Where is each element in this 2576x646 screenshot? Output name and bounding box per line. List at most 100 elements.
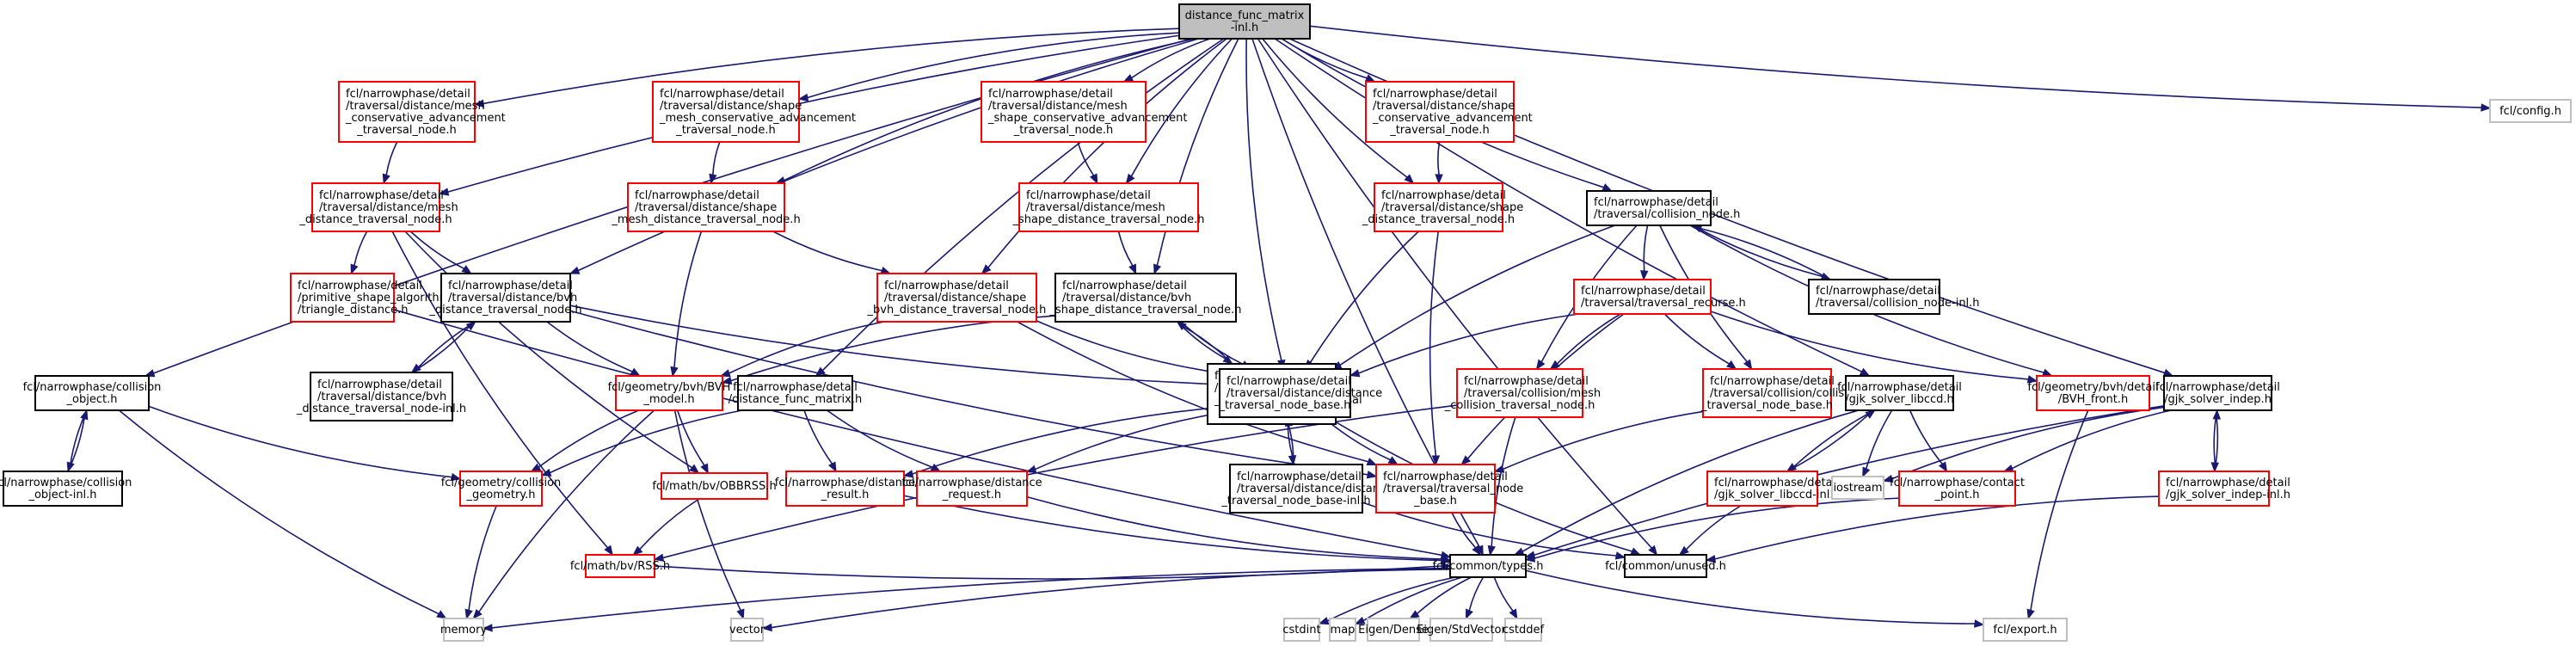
node-rss[interactable]: fcl/math/bv/RSS.h bbox=[570, 554, 670, 578]
node-bvh-model[interactable]: fcl/geometry/bvh/BVH_model.h bbox=[608, 375, 731, 411]
node-box bbox=[459, 471, 543, 507]
node-dist-node-base-inl[interactable]: fcl/narrowphase/detail/traversal/distanc… bbox=[1220, 464, 1393, 514]
node-collision-object-inl[interactable]: fcl/narrowphase/collision_object-inl.h bbox=[0, 471, 132, 507]
node-gjk-indep-inl[interactable]: fcl/narrowphase/detail/gjk_solver_indep-… bbox=[2158, 471, 2290, 507]
node-gjk-libccd-inl[interactable]: fcl/narrowphase/detail/gjk_solver_libccd… bbox=[1706, 471, 1841, 507]
node-traversal-recurse[interactable]: fcl/narrowphase/detail/traversal/travers… bbox=[1573, 279, 1746, 315]
edge-line bbox=[538, 409, 640, 468]
arrowhead-icon bbox=[1862, 466, 1871, 478]
node-box bbox=[1054, 273, 1237, 323]
arrowhead-icon bbox=[1387, 456, 1399, 465]
edge-line bbox=[1156, 38, 1239, 266]
node-box bbox=[311, 182, 440, 232]
node-label-line: /distance_func_matrix.h bbox=[729, 393, 862, 406]
edge-line bbox=[569, 305, 1212, 385]
edge-line bbox=[821, 38, 1225, 372]
edge-line bbox=[1493, 576, 1514, 612]
edge-line bbox=[1309, 231, 1419, 363]
node-cstddef: cstddef bbox=[1503, 618, 1544, 642]
edge-line bbox=[712, 141, 721, 175]
node-mesh-coll[interactable]: fcl/narrowphase/detail/traversal/collisi… bbox=[1444, 368, 1601, 418]
node-shape-mesh-ca[interactable]: fcl/narrowphase/detail/traversal/distanc… bbox=[652, 81, 856, 143]
node-shape-dist[interactable]: fcl/narrowphase/detail/traversal/distanc… bbox=[1362, 182, 1523, 232]
arrowhead-icon bbox=[1513, 547, 1525, 556]
node-shape-bvh-dist[interactable]: fcl/narrowphase/detail/traversal/distanc… bbox=[867, 273, 1047, 323]
node-dist-node-base[interactable]: fcl/narrowphase/detail/traversal/distanc… bbox=[1218, 368, 1382, 418]
node-label-line: fcl/export.h bbox=[1993, 624, 2056, 637]
edge-types-to-eigen_dense bbox=[1409, 576, 1472, 619]
node-label-line: fcl/narrowphase/collision bbox=[23, 381, 162, 394]
node-label-line: /traversal/distance/distance bbox=[1237, 483, 1393, 495]
arrowhead-icon bbox=[981, 264, 992, 274]
node-collision-object[interactable]: fcl/narrowphase/collision_object.h bbox=[23, 375, 162, 411]
edge-bvh_model-to-memory bbox=[472, 409, 655, 620]
node-collision-geometry[interactable]: fcl/geometry/collision_geometry.h bbox=[441, 471, 562, 507]
node-bvh-dist[interactable]: fcl/narrowphase/detail/traversal/distanc… bbox=[428, 273, 582, 323]
node-box bbox=[916, 471, 1028, 507]
edge-line bbox=[569, 310, 1368, 476]
node-collision-node-inl[interactable]: fcl/narrowphase/detail/traversal/collisi… bbox=[1808, 279, 1980, 315]
node-mesh-shape-ca[interactable]: fcl/narrowphase/detail/traversal/distanc… bbox=[981, 81, 1188, 143]
node-label-line: fcl/narrowphase/detail bbox=[1594, 196, 1718, 209]
node-label-line: fcl/narrowphase/detail bbox=[1710, 375, 1835, 388]
node-label-line: _distance_traversal_node.h bbox=[428, 304, 581, 317]
node-label-line: fcl/narrowphase/detail bbox=[1373, 88, 1497, 101]
node-types[interactable]: fcl/common/types.h bbox=[1433, 554, 1544, 578]
node-label-line: /traversal/collision/collision bbox=[1710, 387, 1861, 400]
edge-root-to-distance_func_matrix bbox=[815, 38, 1225, 377]
node-traversal-node-base[interactable]: fcl/narrowphase/detail/traversal/travers… bbox=[1375, 464, 1523, 514]
edge-line bbox=[1309, 25, 2482, 108]
edge-line bbox=[550, 409, 743, 474]
node-label-line: fcl/math/bv/RSS.h bbox=[570, 560, 670, 573]
edge-line bbox=[1525, 569, 1976, 624]
node-label-line: map bbox=[1331, 624, 1356, 637]
node-label-line: /traversal/distance/shape bbox=[635, 201, 777, 214]
edge-traversal_recurse-to-dist_node_base bbox=[1349, 313, 1579, 378]
node-box bbox=[2489, 99, 2572, 123]
edge-line bbox=[771, 568, 1451, 629]
node-bvh-dist-inl[interactable]: fcl/narrowphase/detail/traversal/distanc… bbox=[296, 372, 466, 421]
node-bvh-front[interactable]: fcl/geometry/bvh/detail/BVH_front.h bbox=[2027, 375, 2159, 411]
node-label-line: vector bbox=[729, 624, 765, 637]
node-distance-result[interactable]: fcl/narrowphase/distance_result.h bbox=[775, 471, 915, 507]
node-collision-node[interactable]: fcl/narrowphase/detail/traversal/collisi… bbox=[1586, 190, 1740, 226]
node-triangle-distance[interactable]: fcl/narrowphase/detail/primitive_shape_a… bbox=[290, 273, 450, 323]
edge-root-to-bvh_shape_dist bbox=[1153, 38, 1239, 275]
node-gjk-libccd[interactable]: fcl/narrowphase/detail/gjk_solver_libccd… bbox=[1837, 375, 1962, 411]
node-shape-mesh-dist[interactable]: fcl/narrowphase/detail/traversal/distanc… bbox=[611, 182, 801, 232]
edge-mesh_coll-to-types bbox=[1487, 416, 1516, 557]
node-obbrss[interactable]: fcl/math/bv/OBBRSS.h bbox=[652, 472, 777, 500]
arrowhead-icon bbox=[1859, 367, 1871, 377]
node-box bbox=[2036, 375, 2150, 411]
node-label-line: fcl/common/unused.h bbox=[1605, 560, 1726, 573]
node-unused[interactable]: fcl/common/unused.h bbox=[1605, 554, 1726, 578]
edge-line bbox=[1180, 321, 1244, 366]
node-box bbox=[1845, 375, 1954, 411]
node-root[interactable]: distance_func_matrix-inl.h bbox=[1178, 3, 1311, 40]
node-label-line: fcl/narrowphase/distance bbox=[775, 477, 915, 489]
edge-coll_node_base-to-traversal_node_base bbox=[1493, 410, 1704, 473]
node-mesh-dist[interactable]: fcl/narrowphase/detail/traversal/distanc… bbox=[298, 182, 458, 232]
node-coll-node-base[interactable]: fcl/narrowphase/detail/traversal/collisi… bbox=[1700, 368, 1861, 418]
edge-line bbox=[483, 28, 1180, 105]
node-mesh-shape-dist[interactable]: fcl/narrowphase/detail/traversal/distanc… bbox=[1012, 182, 1205, 232]
edge-line bbox=[1909, 409, 1943, 465]
edge-line bbox=[807, 32, 1180, 99]
node-label-line: _request.h bbox=[942, 489, 1001, 501]
arrowhead-icon bbox=[1524, 554, 1536, 563]
edge-line bbox=[730, 315, 1056, 382]
node-distance-func-matrix[interactable]: fcl/narrowphase/detail/distance_func_mat… bbox=[729, 375, 862, 411]
node-gjk-indep[interactable]: fcl/narrowphase/detail/gjk_solver_indep.… bbox=[2155, 375, 2280, 411]
node-export: fcl/export.h bbox=[1983, 618, 2068, 642]
arrowhead-icon bbox=[1431, 455, 1441, 466]
node-eigen-dense: Eigen/Dense bbox=[1358, 618, 1429, 642]
node-shape-ca[interactable]: fcl/narrowphase/detail/traversal/distanc… bbox=[1365, 81, 1533, 143]
node-contact-point[interactable]: fcl/narrowphase/contact_point.h bbox=[1890, 471, 2025, 507]
arrowhead-icon bbox=[465, 321, 476, 331]
node-distance-request[interactable]: fcl/narrowphase/distance_request.h bbox=[901, 471, 1042, 507]
edge-line bbox=[1026, 495, 1442, 560]
node-mesh-ca[interactable]: fcl/narrowphase/detail/traversal/distanc… bbox=[338, 81, 506, 143]
node-memory: memory bbox=[440, 618, 487, 642]
node-bvh-shape-dist[interactable]: fcl/narrowphase/detail/traversal/distanc… bbox=[1049, 273, 1242, 323]
